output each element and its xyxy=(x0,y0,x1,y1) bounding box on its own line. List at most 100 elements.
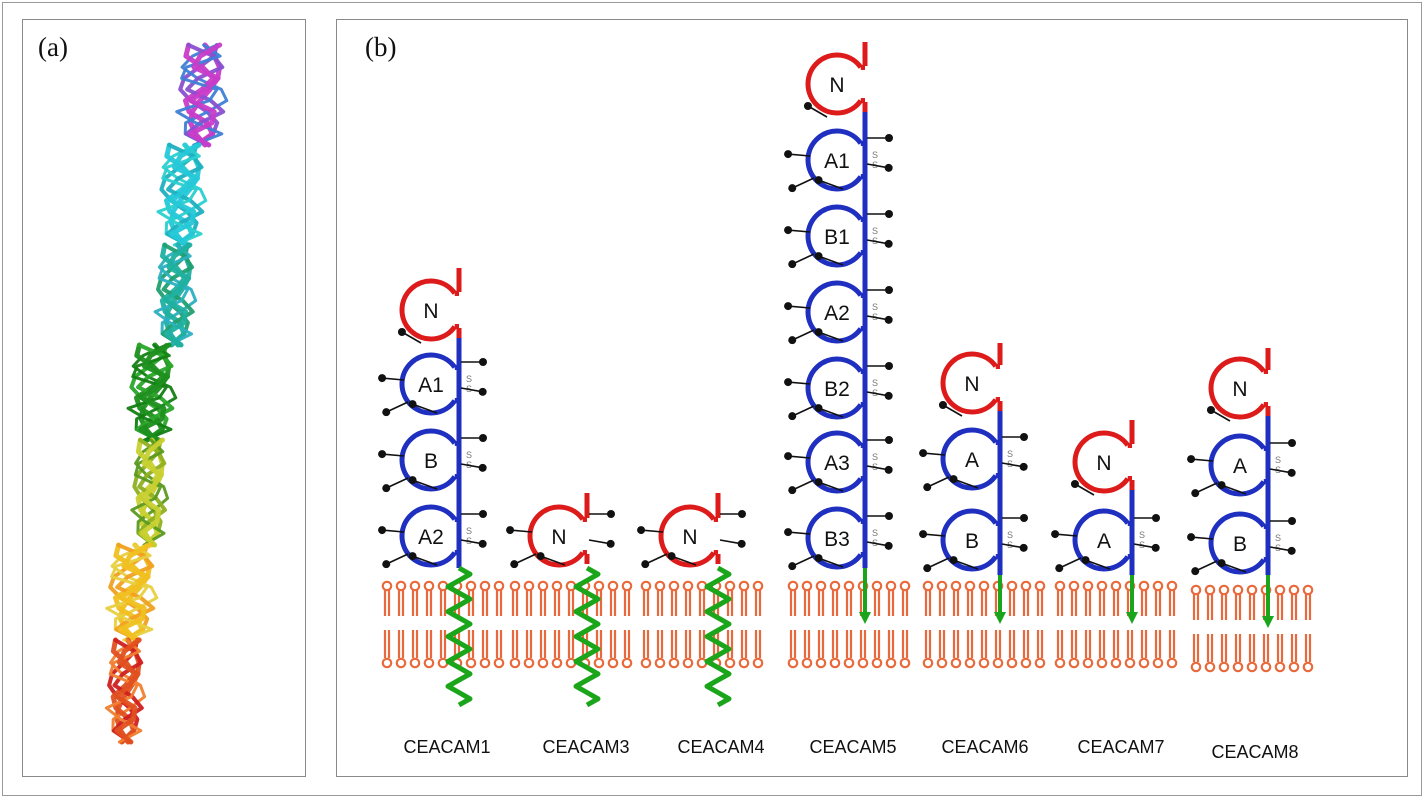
glycan-dot xyxy=(784,378,793,387)
glycan-dot xyxy=(885,210,893,218)
lipid-head xyxy=(1246,584,1258,596)
glycan xyxy=(923,557,950,573)
glycan-dot xyxy=(1191,489,1200,498)
ig-domain: A xyxy=(1208,433,1266,497)
glycan-dot xyxy=(1217,481,1226,490)
glycan-chain xyxy=(818,179,844,190)
lipid-head xyxy=(950,580,962,592)
ribbon-domain xyxy=(104,637,147,745)
lipid-head xyxy=(843,657,855,669)
disulfide-s: S xyxy=(466,526,472,536)
lipid-head xyxy=(922,580,934,592)
glycan xyxy=(867,512,893,520)
domain-loop xyxy=(805,52,863,116)
glycan-chain xyxy=(953,559,979,570)
ig-domain: A1 xyxy=(805,128,863,192)
n-domain: N xyxy=(527,504,585,568)
lipid-head xyxy=(523,657,535,669)
glycan xyxy=(814,404,844,418)
ig-domain: B3 xyxy=(805,506,863,570)
glycan-chain xyxy=(818,481,844,492)
glycan xyxy=(506,526,533,535)
lipid-head xyxy=(1152,657,1164,669)
glycan xyxy=(919,530,946,539)
lipid-head xyxy=(1068,657,1080,669)
glycan-chain xyxy=(540,555,566,566)
glycan-chain xyxy=(1194,482,1218,494)
lipid-head xyxy=(682,657,694,669)
domain-label: A xyxy=(1097,530,1111,553)
lipid-head xyxy=(654,580,666,592)
domain-label: B3 xyxy=(824,528,850,551)
n-domain: N xyxy=(940,351,998,415)
glycan-dot xyxy=(923,564,932,573)
glycan-chain xyxy=(791,555,815,567)
glycan xyxy=(1269,468,1296,477)
glycan xyxy=(1002,514,1028,522)
glycan xyxy=(378,526,405,535)
domain-loop xyxy=(399,428,457,492)
lipid-head xyxy=(752,657,764,669)
ribbon-strand xyxy=(168,142,202,248)
lipid-head xyxy=(593,657,605,669)
transmembrane-helix xyxy=(573,565,601,708)
glycan-dot xyxy=(784,226,793,235)
lipid-head xyxy=(1068,580,1080,592)
lipid-head xyxy=(593,580,605,592)
lipid-head xyxy=(1232,584,1244,596)
glycan-dot xyxy=(784,528,793,537)
ribbon-strand xyxy=(104,638,143,744)
lipid-head xyxy=(829,657,841,669)
disulfide-s: S xyxy=(466,374,472,384)
lipid-head xyxy=(1096,657,1108,669)
glycan-dot xyxy=(382,560,391,569)
glycan-dot xyxy=(382,408,391,417)
glycan-dot xyxy=(949,475,958,484)
glycan-dot xyxy=(1055,564,1064,573)
glycan-dot xyxy=(788,412,797,421)
glycan-chain xyxy=(1221,484,1247,495)
glycan xyxy=(784,226,811,235)
lipid-head xyxy=(899,580,911,592)
glycan xyxy=(866,391,893,400)
glycan xyxy=(1187,533,1214,542)
ceacam-ceacam5: NA1SSB1SSA2SSB2SSA3SSB3SSCEACAM5 xyxy=(784,42,911,757)
ribbon-strand xyxy=(175,43,224,147)
glycan-dot xyxy=(1217,559,1226,568)
glycan-dot xyxy=(478,387,487,396)
glycan xyxy=(949,475,979,489)
glycan xyxy=(866,465,893,474)
glycan xyxy=(784,452,811,461)
glycan xyxy=(1134,514,1160,522)
panel-a-label: (a) xyxy=(38,32,68,62)
glycan-dot xyxy=(397,328,406,336)
lipid-head xyxy=(551,657,563,669)
domain-loop xyxy=(527,504,585,568)
glycan-dot xyxy=(1020,514,1028,522)
lipid-head xyxy=(724,580,736,592)
lipid-head xyxy=(1124,657,1136,669)
lipid-bilayer xyxy=(1054,580,1178,669)
glycan-chain xyxy=(513,553,537,565)
ribbon-strand xyxy=(126,343,173,442)
lipid-head xyxy=(1006,580,1018,592)
lipid-head xyxy=(654,657,666,669)
glycan-dot xyxy=(479,358,487,366)
lipid-head xyxy=(885,580,897,592)
glycan-dot xyxy=(884,239,893,248)
glycan xyxy=(788,479,815,495)
ribbon-strand xyxy=(139,437,165,548)
lipid-head xyxy=(1232,661,1244,673)
lipid-head xyxy=(395,657,407,669)
glycan-dot xyxy=(506,526,515,535)
glycan xyxy=(788,405,815,421)
glycan-dot xyxy=(884,541,893,550)
lipid-head xyxy=(409,657,421,669)
glycan xyxy=(588,539,615,548)
lipid-head xyxy=(1138,657,1150,669)
lipid-head xyxy=(381,580,393,592)
glycan xyxy=(641,553,668,569)
glycan-dot xyxy=(737,539,746,548)
lipid-head xyxy=(843,580,855,592)
